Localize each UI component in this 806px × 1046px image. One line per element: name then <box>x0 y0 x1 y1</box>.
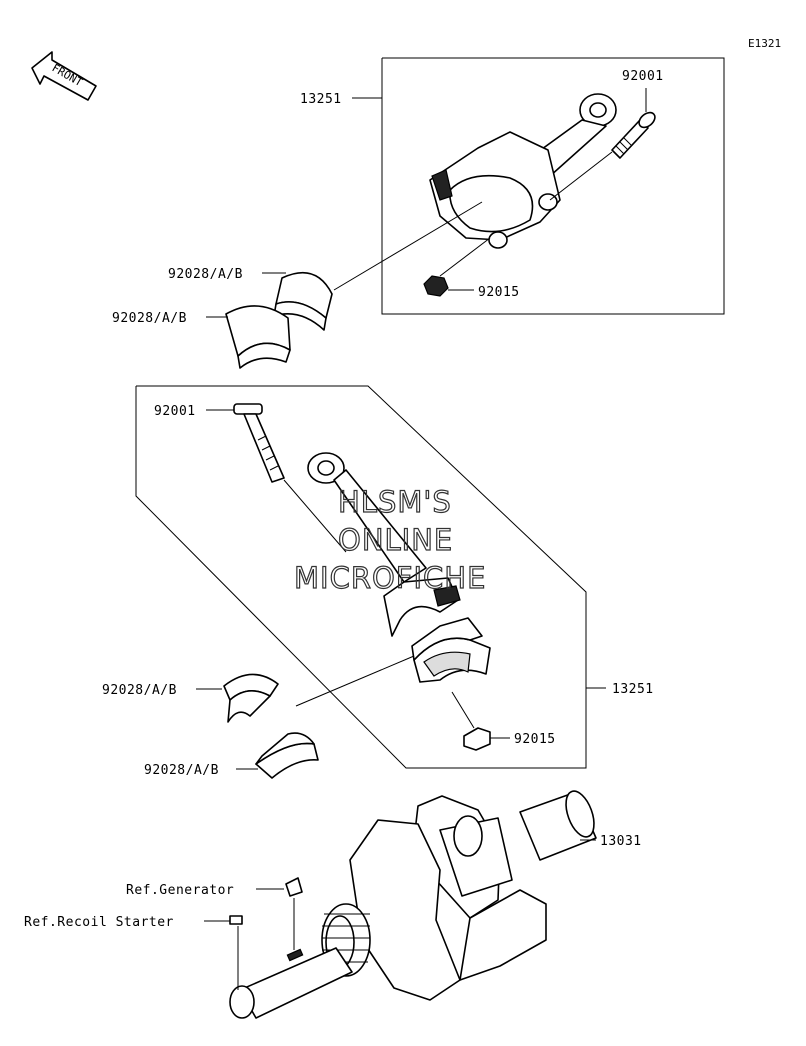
callout-upper-nut: 92015 <box>478 285 520 300</box>
lower-bolt <box>233 403 285 483</box>
upper-connecting-rod <box>429 93 617 249</box>
upper-assembly-box <box>381 57 725 315</box>
watermark: HLSM'S ONLINE MICROFICHE <box>293 484 486 595</box>
recoil-starter-key <box>229 915 243 990</box>
callout-upper-bolt: 92001 <box>622 69 664 84</box>
callout-upper-assembly: 13251 <box>300 92 342 107</box>
upper-bolt <box>611 111 656 159</box>
upper-bearing-shell-a <box>273 271 333 331</box>
watermark-line-2: ONLINE <box>338 523 453 557</box>
lower-bearing-shell-a <box>223 673 279 723</box>
upper-bearing-shell-b <box>225 305 291 369</box>
lower-nut-axis-line <box>451 691 475 729</box>
crankshaft <box>229 790 597 1019</box>
generator-key <box>285 877 303 950</box>
callout-ref-generator: Ref.Generator <box>126 883 234 898</box>
callout-crankshaft: 13031 <box>600 834 642 849</box>
lower-rod-cap <box>411 617 491 683</box>
bolt-axis-line <box>549 151 613 201</box>
bearing-axis-line-lower <box>295 655 415 707</box>
callout-lower-assembly: 13251 <box>612 682 654 697</box>
lower-connecting-rod <box>307 452 461 637</box>
callout-upper-bearing-a: 92028/A/B <box>168 267 243 282</box>
callout-ref-recoil-starter: Ref.Recoil Starter <box>24 915 174 930</box>
watermark-line-1: HLSM'S <box>338 485 452 519</box>
lower-bearing-shell-b <box>255 732 319 779</box>
diagram-code: E1321 <box>748 37 781 50</box>
upper-nut <box>423 275 474 297</box>
callout-upper-bearing-b: 92028/A/B <box>112 311 187 326</box>
front-arrow-icon: FRONT <box>31 51 97 101</box>
nut-axis-line <box>439 237 491 277</box>
callout-lower-bearing-a: 92028/A/B <box>102 683 177 698</box>
lower-nut <box>463 727 510 751</box>
callout-lower-nut: 92015 <box>514 732 556 747</box>
bearing-axis-line-upper <box>333 201 483 291</box>
watermark-line-3: MICROFICHE <box>294 561 486 595</box>
lower-bolt-axis-line <box>283 479 347 553</box>
callout-lower-bearing-b: 92028/A/B <box>144 763 219 778</box>
lower-assembly-box <box>135 385 587 769</box>
callout-lower-bolt: 92001 <box>154 404 196 419</box>
